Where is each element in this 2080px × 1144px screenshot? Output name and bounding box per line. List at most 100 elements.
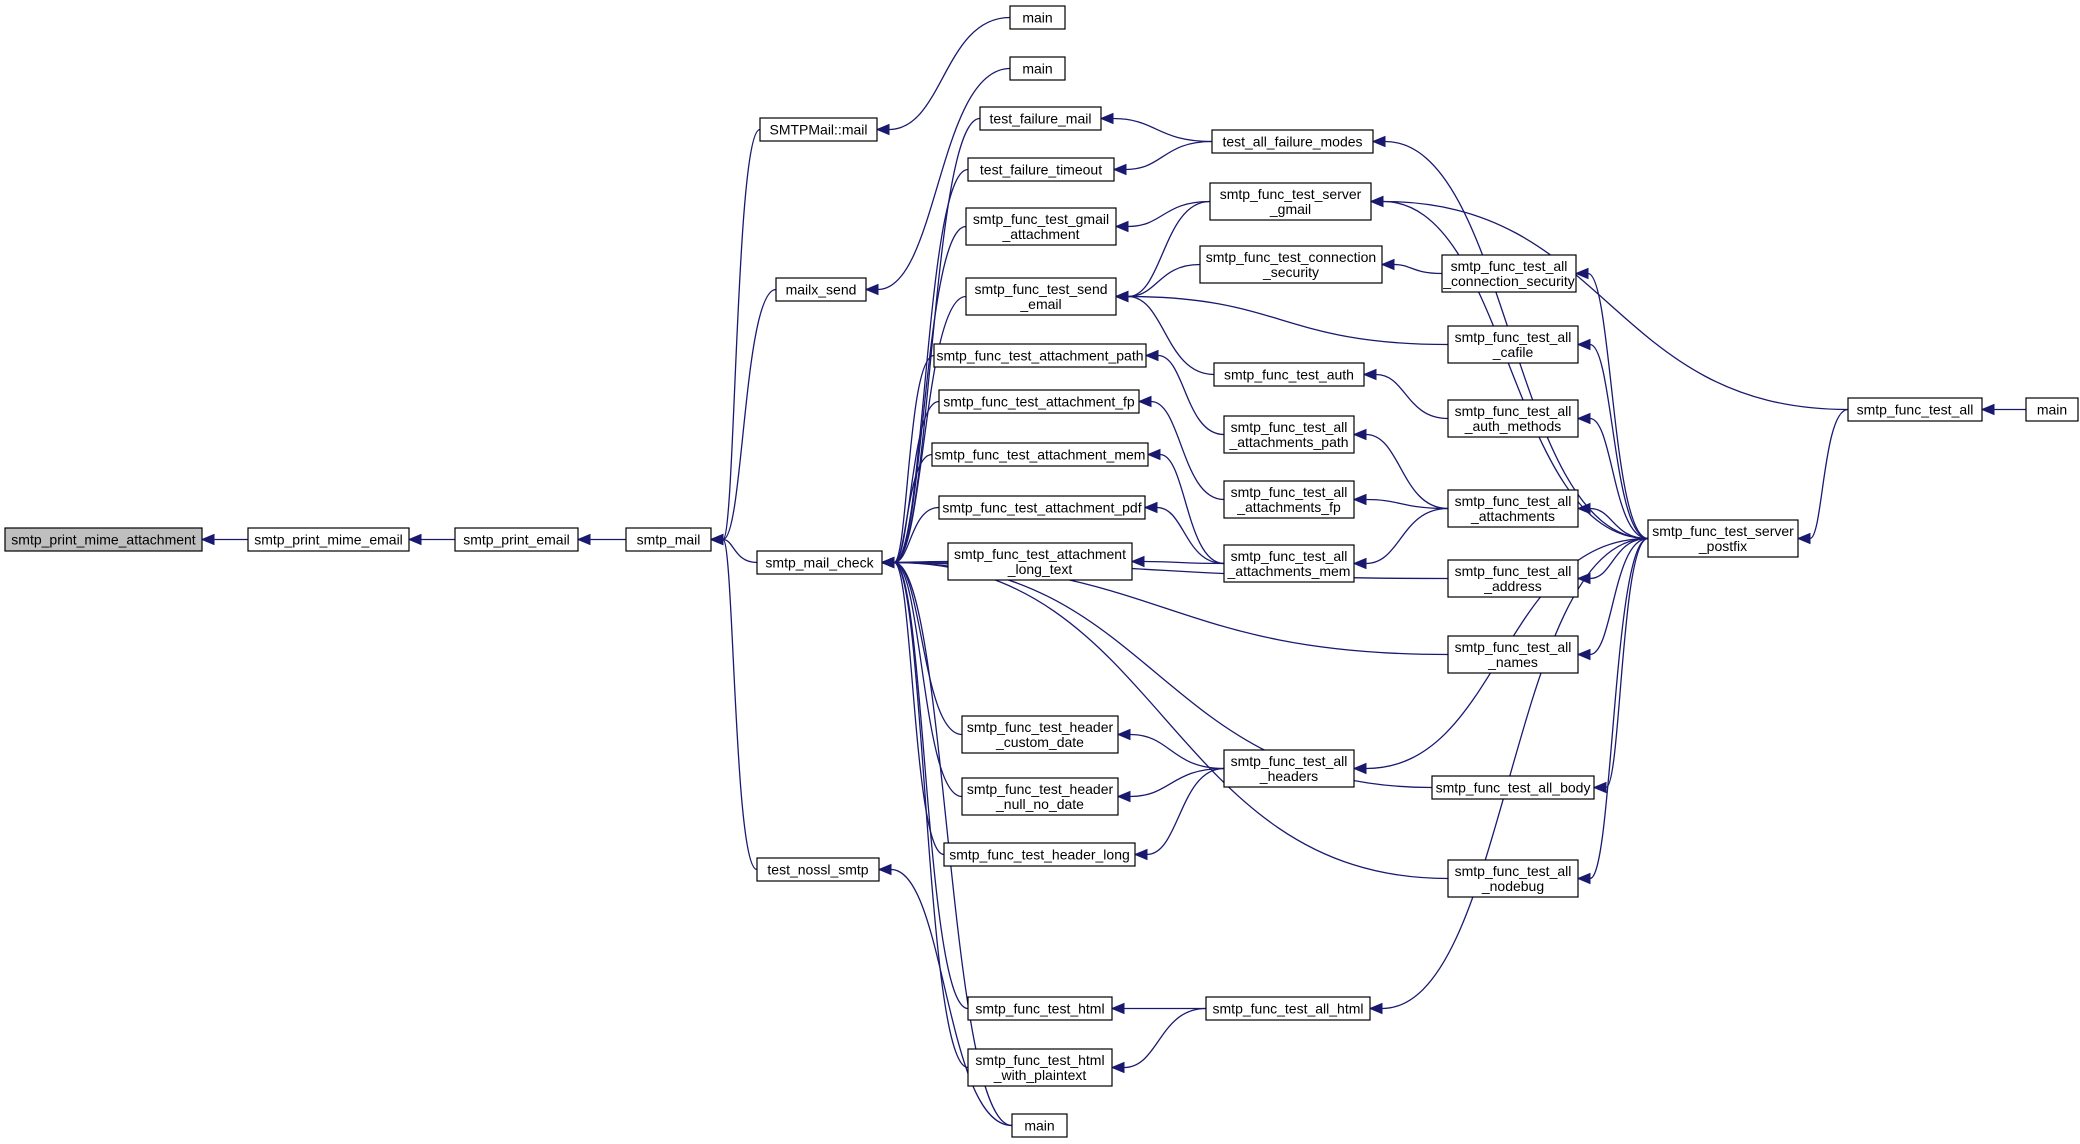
call-edge-n15-n8 xyxy=(880,400,940,569)
function-node[interactable]: smtp_func_test_header_null_no_date xyxy=(961,777,1119,816)
node-label: smtp_func_test_all xyxy=(1231,484,1348,500)
node-label: _attachments xyxy=(1470,508,1555,524)
call-edge-n35-n13 xyxy=(1114,290,1449,346)
function-node[interactable]: smtp_func_test_header_custom_date xyxy=(961,715,1119,754)
function-node[interactable]: smtp_func_test_all_attachments xyxy=(1447,489,1579,528)
function-node[interactable]: smtp_func_test_all_attachments_path xyxy=(1223,415,1355,454)
call-edge-n1-n0 xyxy=(200,533,248,546)
function-node[interactable]: smtp_func_test_server_postfix xyxy=(1647,519,1799,558)
node-label: smtp_func_test_attachment xyxy=(954,546,1126,562)
node-box xyxy=(1205,996,1371,1021)
node-label: smtp_func_test_all xyxy=(1455,403,1572,419)
function-node[interactable]: smtp_func_test_all_names xyxy=(1447,635,1579,674)
node-box xyxy=(1431,775,1595,800)
node-label: smtp_func_test_all xyxy=(1231,548,1348,564)
function-node[interactable]: smtp_func_test_header_long xyxy=(943,842,1136,867)
function-node[interactable]: smtp_func_test_attachment_pdf xyxy=(938,495,1146,520)
node-label: main xyxy=(1024,1118,1054,1134)
node-label: main xyxy=(1022,10,1052,26)
call-edge-n42-n38 xyxy=(1576,537,1649,585)
call-edge-n43-n26 xyxy=(1369,195,1849,411)
node-label: _security xyxy=(1262,264,1319,280)
node-label: smtp_func_test_all_html xyxy=(1213,1001,1364,1017)
node-label: SMTPMail::mail xyxy=(769,122,867,138)
node-label: smtp_func_test_all xyxy=(1455,493,1572,509)
function-node[interactable]: test_failure_timeout xyxy=(967,157,1115,182)
node-box xyxy=(756,550,883,575)
function-node[interactable]: smtp_func_test_server_gmail xyxy=(1209,182,1372,221)
call-edge-n33-n23 xyxy=(1110,1007,1207,1074)
node-box xyxy=(1847,397,1983,422)
call-edge-n25-n10 xyxy=(1099,112,1213,143)
node-box xyxy=(1447,859,1579,898)
function-node[interactable]: mailx_send xyxy=(775,277,867,302)
node-label: _email xyxy=(1019,296,1061,312)
node-box xyxy=(979,106,1102,131)
function-node[interactable]: smtp_func_test_auth xyxy=(1213,362,1365,387)
function-node[interactable]: main xyxy=(2025,397,2079,422)
function-node[interactable]: smtp_func_test_all_connection_security xyxy=(1441,254,1577,293)
function-node[interactable]: smtp_func_test_html_with_plaintext xyxy=(967,1048,1113,1087)
node-box xyxy=(454,527,579,552)
function-node[interactable]: smtp_func_test_all_auth_methods xyxy=(1447,399,1579,438)
function-node[interactable]: smtp_func_test_gmail_attachment xyxy=(965,207,1117,246)
node-box xyxy=(1647,519,1799,558)
function-node[interactable]: main xyxy=(1009,5,1066,30)
function-node[interactable]: test_all_failure_modes xyxy=(1211,129,1374,154)
function-node[interactable]: smtp_func_test_all xyxy=(1847,397,1983,422)
node-box xyxy=(1211,129,1374,154)
call-edge-n31-n18 xyxy=(1130,555,1225,568)
function-node[interactable]: smtp_func_test_attachment_mem xyxy=(931,442,1149,467)
function-node[interactable]: smtp_func_test_html xyxy=(967,996,1113,1021)
call-edge-n5-n7 xyxy=(864,67,1011,296)
function-node[interactable]: smtp_func_test_all_attachments_mem xyxy=(1223,544,1355,583)
function-node[interactable]: smtp_func_test_all_body xyxy=(1431,775,1595,800)
function-node[interactable]: smtp_func_test_all_cafile xyxy=(1447,325,1579,364)
call-edge-n44-n43 xyxy=(1980,403,2027,416)
node-label: smtp_func_test_all xyxy=(1231,753,1348,769)
function-node[interactable]: smtp_func_test_attachment_fp xyxy=(938,389,1140,414)
node-label: smtp_func_test_server xyxy=(1652,523,1794,539)
function-node[interactable]: smtp_func_test_all_attachments_fp xyxy=(1223,480,1355,519)
node-label: smtp_func_test_auth xyxy=(1224,367,1354,383)
function-node[interactable]: smtp_func_test_all_html xyxy=(1205,996,1371,1021)
node-label: mailx_send xyxy=(786,282,857,298)
function-node[interactable]: smtp_func_test_connection_security xyxy=(1199,245,1383,284)
function-node[interactable]: test_nossl_smtp xyxy=(756,857,880,882)
node-box xyxy=(965,277,1117,316)
function-node[interactable]: smtp_func_test_all_nodebug xyxy=(1447,859,1579,898)
call-edge-n32-n20 xyxy=(1116,767,1225,803)
function-node[interactable]: smtp_print_mime_email xyxy=(247,527,410,552)
node-box xyxy=(1223,415,1355,454)
call-edge-n26-n13 xyxy=(1114,200,1211,303)
function-node[interactable]: test_failure_mail xyxy=(979,106,1102,131)
call-edge-n42-n36 xyxy=(1576,412,1649,540)
call-edge-n9-n3 xyxy=(709,533,758,871)
function-node[interactable]: smtp_func_test_all_headers xyxy=(1223,749,1355,788)
node-label: _cafile xyxy=(1492,344,1534,360)
function-node[interactable]: main xyxy=(1011,1113,1068,1138)
function-node[interactable]: main xyxy=(1009,56,1066,81)
call-edge-n42-n33 xyxy=(1368,537,1649,1015)
function-node[interactable]: smtp_func_test_attachment_long_text xyxy=(947,542,1133,581)
node-box xyxy=(967,157,1115,182)
function-node[interactable]: smtp_func_test_attachment_path xyxy=(933,343,1147,368)
call-edge-n36-n28 xyxy=(1362,368,1449,420)
function-node[interactable]: smtp_func_test_all_address xyxy=(1447,559,1579,598)
function-node[interactable]: smtp_func_test_send_email xyxy=(965,277,1117,316)
node-box xyxy=(938,495,1146,520)
function-node[interactable]: smtp_print_email xyxy=(454,527,579,552)
function-node[interactable]: smtp_mail xyxy=(625,527,712,552)
node-box xyxy=(967,996,1113,1021)
call-edge-n7-n3 xyxy=(709,288,777,546)
node-label: smtp_func_test_all xyxy=(1455,863,1572,879)
node-label: smtp_func_test_all xyxy=(1231,419,1348,435)
node-box xyxy=(625,527,712,552)
node-label: smtp_func_test_header xyxy=(967,719,1114,735)
function-node[interactable]: smtp_mail_check xyxy=(756,550,883,575)
node-label: smtp_print_email xyxy=(463,532,570,548)
node-box xyxy=(1009,56,1066,81)
call-edge-n21-n8 xyxy=(880,556,945,856)
focus-function-node[interactable]: smtp_print_mime_attachment xyxy=(4,527,203,552)
function-node[interactable]: SMTPMail::mail xyxy=(759,117,878,142)
